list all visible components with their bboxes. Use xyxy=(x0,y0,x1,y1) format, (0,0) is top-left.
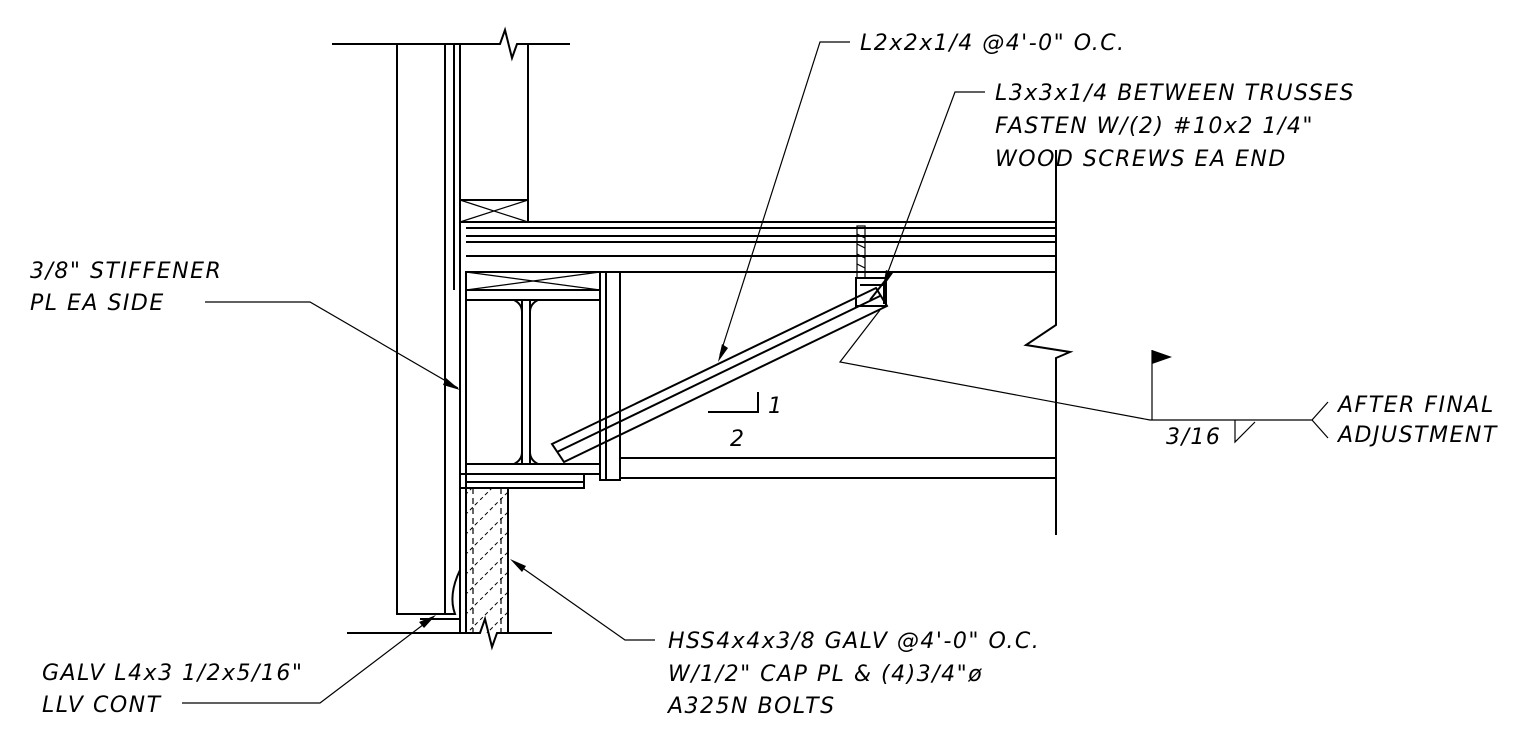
label-angle-between-line2: FASTEN W/(2) #10x2 1/4" xyxy=(995,114,1314,139)
leader-galv-angle xyxy=(182,615,436,704)
weld-size: 3/16 xyxy=(1166,425,1221,450)
label-angle-top: L2x2x1/4 @4'-0" O.C. xyxy=(860,31,1126,56)
leader-angle-top xyxy=(718,41,850,362)
diagonal-brace xyxy=(550,286,889,464)
floor-deck xyxy=(460,221,1056,273)
label-hss-line3: A325N BOLTS xyxy=(666,694,836,719)
label-stiffener-line2: PL EA SIDE xyxy=(30,291,165,316)
label-angle-between-line3: WOOD SCREWS EA END xyxy=(995,147,1287,172)
leader-weld: 3/16 AFTER FINAL ADJUSTMENT xyxy=(838,309,1498,450)
top-break-line xyxy=(332,26,570,62)
wide-flange-beam xyxy=(459,271,621,489)
leader-angle-between xyxy=(883,91,985,287)
hss-column xyxy=(465,488,509,633)
galv-angle xyxy=(420,569,461,620)
truss-bottom-chord xyxy=(620,457,1056,479)
slope-run: 2 xyxy=(730,427,746,452)
wall-sheathing xyxy=(444,44,467,633)
angle-clip xyxy=(855,277,887,307)
leader-stiffener xyxy=(205,301,460,390)
hatched-wall xyxy=(396,43,446,615)
wood-screw xyxy=(856,225,866,279)
label-hss-line1: HSS4x4x3/8 GALV @4'-0" O.C. xyxy=(668,629,1040,654)
bottom-break-line xyxy=(347,615,552,651)
leader-hss xyxy=(510,559,655,641)
slope-indicator: 1 2 xyxy=(708,392,784,452)
weld-note-line2: ADJUSTMENT xyxy=(1336,423,1498,448)
upper-stud-wall xyxy=(459,44,529,223)
wood-blocking xyxy=(465,271,601,291)
label-galv-angle-line1: GALV L4x3 1/2x5/16" xyxy=(42,661,304,686)
right-break-line xyxy=(1023,150,1074,535)
label-galv-angle-line2: LLV CONT xyxy=(42,693,162,718)
label-stiffener-line1: 3/8" STIFFENER xyxy=(30,259,222,284)
slope-rise: 1 xyxy=(768,394,784,419)
label-hss-line2: W/1/2" CAP PL & (4)3/4"ø xyxy=(668,662,983,687)
label-angle-between-line1: L3x3x1/4 BETWEEN TRUSSES xyxy=(995,81,1355,106)
weld-note-line1: AFTER FINAL xyxy=(1336,393,1495,418)
